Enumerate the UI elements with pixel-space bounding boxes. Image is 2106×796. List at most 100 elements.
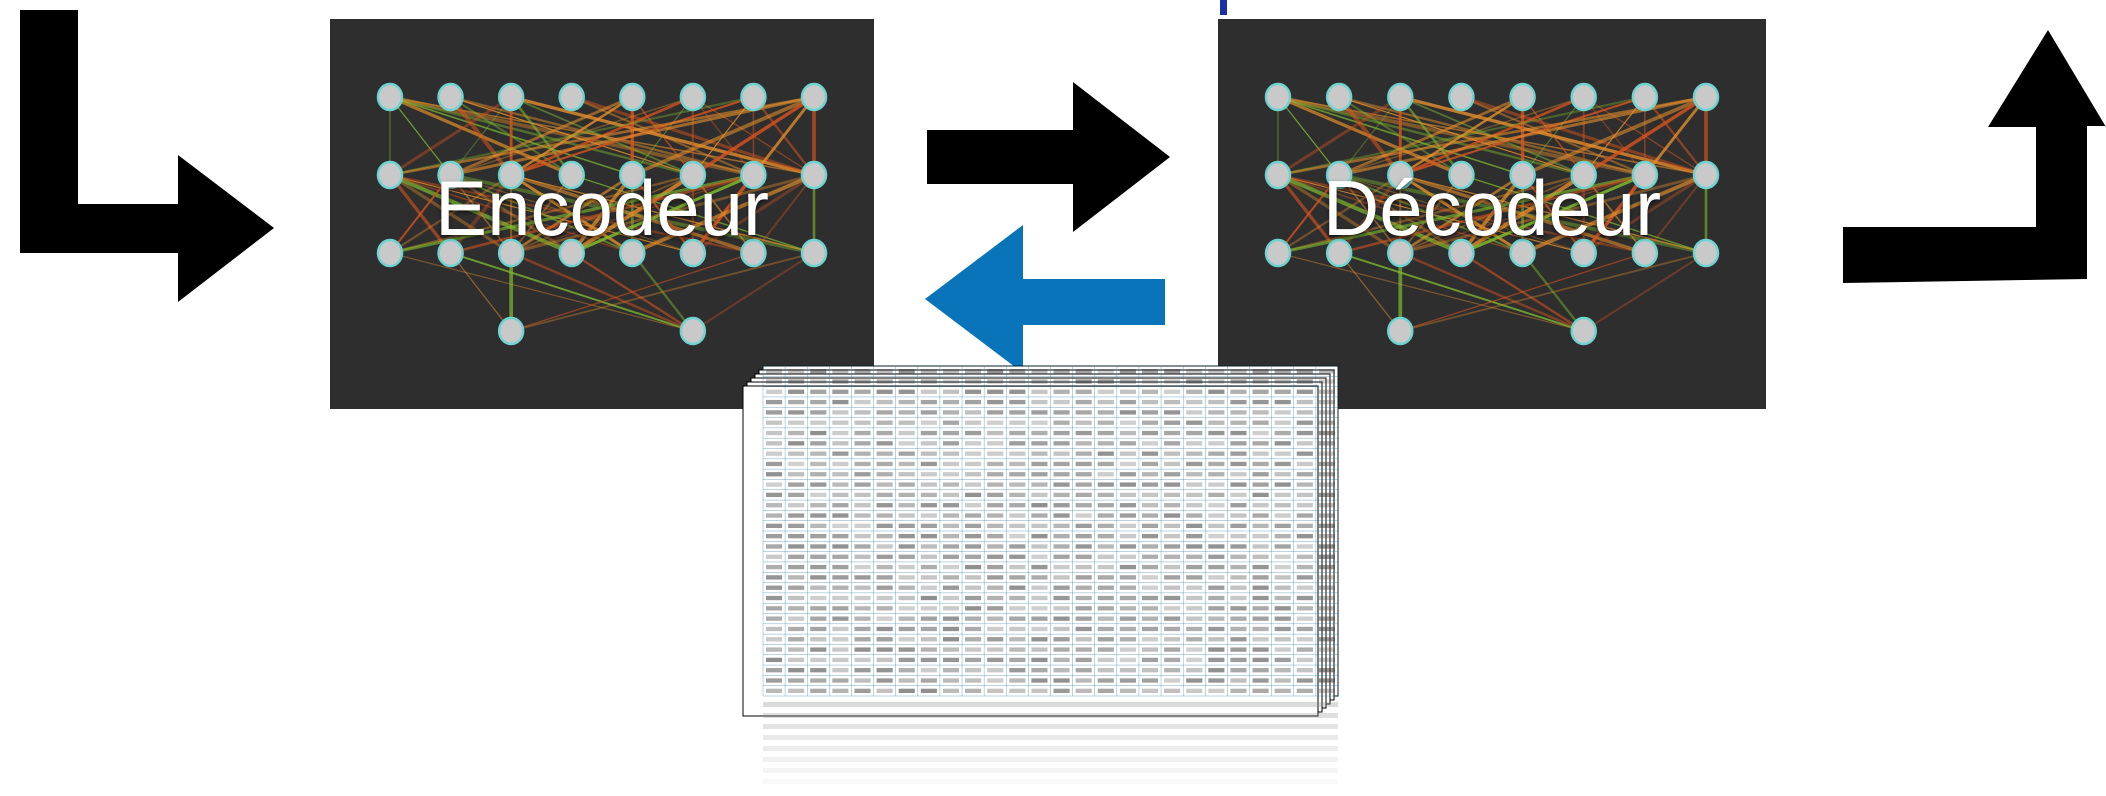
network-edge	[450, 252, 694, 332]
network-node	[1448, 238, 1475, 268]
network-node	[679, 316, 707, 346]
network-edge	[1521, 252, 1585, 332]
decoder-label: Décodeur	[1322, 164, 1662, 252]
network-node	[497, 82, 525, 112]
network-edge	[1338, 173, 1463, 255]
output-elbow-arrow-icon	[1843, 30, 2106, 283]
network-node	[437, 82, 464, 112]
network-edge	[1277, 252, 1584, 332]
network-node	[1325, 238, 1353, 268]
network-node	[1448, 160, 1475, 190]
network-edge	[1277, 96, 1340, 176]
network-edge	[1338, 96, 1584, 176]
network-edge	[1644, 174, 1707, 254]
network-node	[800, 238, 828, 268]
network-edge	[1583, 252, 1707, 332]
matrix-stack-icon	[742, 365, 1339, 784]
network-edge	[389, 173, 694, 255]
network-node	[497, 316, 525, 346]
network-node	[376, 238, 404, 268]
network-edge	[389, 174, 452, 254]
encoder-network-icon	[376, 82, 828, 346]
network-node	[1509, 238, 1536, 268]
network-edge	[1400, 174, 1646, 254]
network-node	[1692, 160, 1720, 190]
network-node	[1692, 238, 1720, 268]
matrix-grid	[762, 365, 1339, 697]
matrix-reflection	[763, 702, 1338, 784]
network-node	[800, 160, 828, 190]
network-edge	[450, 95, 633, 177]
encoder-box: Encodeur	[330, 19, 874, 409]
network-edge	[389, 96, 452, 176]
network-edge	[449, 173, 513, 255]
network-node	[679, 238, 707, 268]
network-edge	[1643, 96, 1708, 176]
network-edge	[1400, 252, 1646, 332]
network-edge	[631, 173, 815, 255]
network-edge	[510, 173, 815, 255]
network-edge	[1338, 95, 1524, 177]
network-edge	[1460, 173, 1585, 255]
decoder-box: Décodeur	[1218, 19, 1766, 409]
network-edge	[389, 95, 815, 177]
network-node	[1570, 238, 1597, 268]
network-edge	[692, 252, 815, 332]
network-node	[437, 160, 464, 190]
network-edge	[570, 173, 694, 255]
network-node	[1509, 82, 1536, 112]
network-node	[1264, 160, 1292, 190]
network-edge	[510, 174, 573, 254]
network-edge	[1277, 95, 1707, 177]
network-node	[1692, 82, 1720, 112]
network-edge	[1521, 173, 1707, 255]
network-node	[1387, 160, 1414, 190]
network-node	[497, 160, 525, 190]
network-edge	[1277, 174, 1401, 254]
network-edge	[450, 252, 512, 332]
network-node	[619, 82, 646, 112]
network-edge	[1522, 96, 1585, 176]
network-node	[1631, 160, 1659, 190]
network-nodes	[376, 82, 828, 346]
network-edge	[631, 96, 694, 176]
network-edge	[1338, 252, 1401, 332]
network-node	[679, 82, 707, 112]
network-node	[1570, 316, 1597, 346]
network-edge	[1582, 173, 1707, 255]
network-edge	[449, 173, 573, 255]
network-node	[1387, 238, 1414, 268]
network-edges	[1276, 95, 1708, 333]
network-node	[1325, 82, 1353, 112]
network-edge	[1521, 95, 1707, 177]
network-edge	[389, 252, 694, 332]
network-edge	[510, 252, 754, 332]
network-edge	[510, 252, 815, 332]
network-node	[558, 82, 585, 112]
network-node	[740, 82, 767, 112]
network-edge	[450, 96, 694, 176]
network-node	[437, 238, 464, 268]
network-nodes	[1264, 82, 1720, 346]
network-edge	[450, 173, 754, 255]
network-edge	[752, 96, 816, 176]
network-edge	[510, 95, 633, 177]
network-edge	[1277, 95, 1402, 177]
network-node	[1509, 160, 1536, 190]
network-edge	[631, 96, 694, 176]
network-edge	[1337, 95, 1402, 177]
network-node	[800, 82, 828, 112]
network-edge	[510, 174, 754, 254]
network-node	[1631, 82, 1659, 112]
network-edge	[1460, 173, 1646, 255]
backward-arrow-icon	[925, 225, 1165, 373]
network-node	[1325, 160, 1353, 190]
network-edge	[1399, 95, 1524, 177]
network-node	[1631, 238, 1659, 268]
network-edge	[1521, 96, 1585, 176]
encoder-label: Encodeur	[435, 164, 769, 252]
network-edge	[448, 95, 513, 177]
network-edge	[752, 174, 815, 254]
network-node	[679, 160, 707, 190]
network-node	[1264, 238, 1292, 268]
